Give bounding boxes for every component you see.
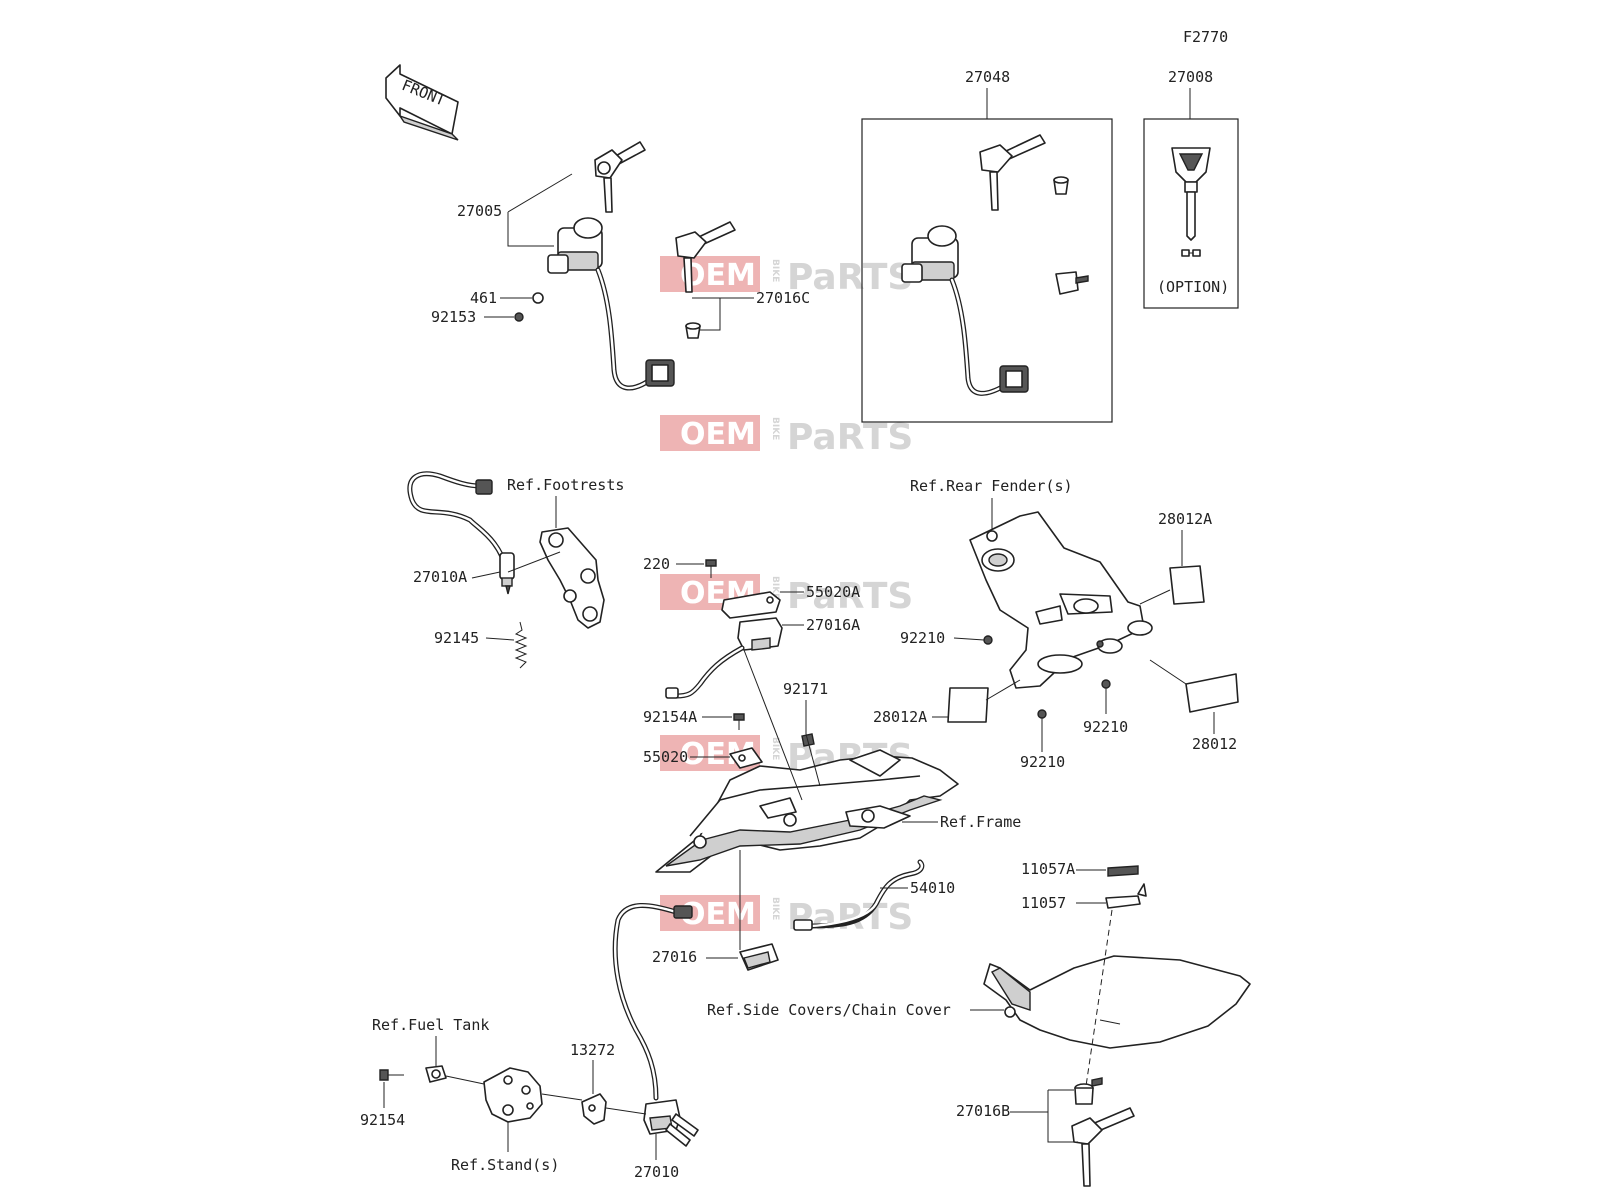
watermark-row-1: OEM BIKE PaRTS	[660, 256, 913, 298]
label-27016A: 27016A	[806, 616, 860, 634]
key-set-icon	[675, 221, 736, 339]
watermark-row-3: OEM BIKE PaRTS	[660, 574, 913, 617]
label-ref-stands: Ref.Stand(s)	[451, 1156, 559, 1174]
leader-27016B	[1010, 1089, 1078, 1143]
label-92210-c: 92210	[1020, 753, 1065, 771]
label-220: 220	[643, 555, 670, 573]
frame-icon	[655, 749, 959, 873]
label-28012A-top: 28012A	[1158, 510, 1212, 528]
leader-27016	[706, 850, 741, 959]
label-55020: 55020	[643, 748, 688, 766]
leader-92210-a	[953, 637, 985, 641]
ignition-switch-icon	[547, 141, 675, 391]
leader-28012	[1149, 659, 1215, 734]
lock-plate-icon	[1105, 865, 1147, 909]
leader-27016C	[692, 297, 754, 331]
label-27016B: 27016B	[956, 1102, 1010, 1120]
sidestand-switch-icon	[407, 471, 515, 595]
leader-frame-lock	[743, 649, 821, 801]
front-arrow-icon: FRONT	[385, 64, 459, 141]
footrest-bracket-icon	[539, 527, 605, 629]
label-92154: 92154	[360, 1111, 405, 1129]
leader-stand-chain	[445, 1075, 647, 1115]
label-55020A: 55020A	[806, 583, 860, 601]
sidestand-switch-lower-icon	[643, 1099, 699, 1147]
label-27005: 27005	[457, 202, 502, 220]
spring-icon	[514, 621, 528, 669]
label-ref-frame: Ref.Frame	[940, 813, 1021, 831]
leader-27010A	[471, 551, 561, 579]
label-92153: 92153	[431, 308, 476, 326]
label-92210-b: 92210	[1083, 718, 1128, 736]
leader-92145	[485, 637, 515, 641]
watermark-oem: OEM	[680, 417, 756, 452]
watermark-bike: BIKE	[770, 259, 780, 282]
watermark-row-2: OEM BIKE PaRTS	[660, 415, 913, 458]
leader-28012A-top	[1139, 530, 1183, 605]
ignition-kit-icon	[901, 134, 1089, 396]
watermark-parts: PaRTS	[787, 897, 913, 938]
watermark-parts: PaRTS	[787, 576, 913, 617]
watermark-parts: PaRTS	[787, 417, 913, 458]
label-27016: 27016	[652, 948, 697, 966]
label-27008: 27008	[1168, 68, 1213, 86]
watermark-bike: BIKE	[770, 737, 780, 760]
label-ref-rear-fender: Ref.Rear Fender(s)	[910, 477, 1073, 495]
seat-lock-parts-icon	[665, 559, 815, 769]
label-ref-side-covers: Ref.Side Covers/Chain Cover	[707, 1001, 951, 1019]
leader-28012A-left	[932, 679, 1021, 718]
label-28012: 28012	[1192, 735, 1237, 753]
stand-bracket-icon	[483, 1067, 607, 1125]
option-note: (OPTION)	[1157, 278, 1229, 296]
diagram-code: F2770	[1183, 28, 1228, 46]
reflector-icon	[947, 565, 1239, 723]
label-11057A: 11057A	[1021, 860, 1075, 878]
label-ref-footrests: Ref.Footrests	[507, 476, 624, 494]
rear-fender-icon	[969, 511, 1153, 689]
label-27010: 27010	[634, 1163, 679, 1181]
label-54010: 54010	[910, 879, 955, 897]
label-28012A-left: 28012A	[873, 708, 927, 726]
watermark-parts: PaRTS	[787, 257, 913, 298]
fuel-tank-bolt-icon	[379, 1065, 447, 1083]
option-key-icon	[1171, 147, 1211, 257]
label-27048: 27048	[965, 68, 1010, 86]
bolt-icon	[514, 292, 544, 322]
side-cover-icon	[983, 955, 1251, 1049]
option-key-box	[1143, 118, 1239, 309]
label-27010A: 27010A	[413, 568, 467, 586]
nut-icon	[983, 635, 1111, 719]
watermark-bike: BIKE	[770, 897, 780, 920]
label-11057: 11057	[1021, 894, 1066, 912]
label-92171: 92171	[783, 680, 828, 698]
label-92145: 92145	[434, 629, 479, 647]
watermark-bike: BIKE	[770, 417, 780, 440]
label-92154A: 92154A	[643, 708, 697, 726]
leader-27005	[507, 173, 573, 247]
label-13272: 13272	[570, 1041, 615, 1059]
label-461: 461	[470, 289, 497, 307]
label-27016C: 27016C	[756, 289, 810, 307]
label-92210-a: 92210	[900, 629, 945, 647]
label-ref-fuel-tank: Ref.Fuel Tank	[372, 1016, 489, 1034]
seat-lock-cable-icon	[612, 859, 925, 1101]
seat-cover-lock-icon	[1071, 1077, 1135, 1187]
watermark-bike: BIKE	[770, 576, 780, 599]
